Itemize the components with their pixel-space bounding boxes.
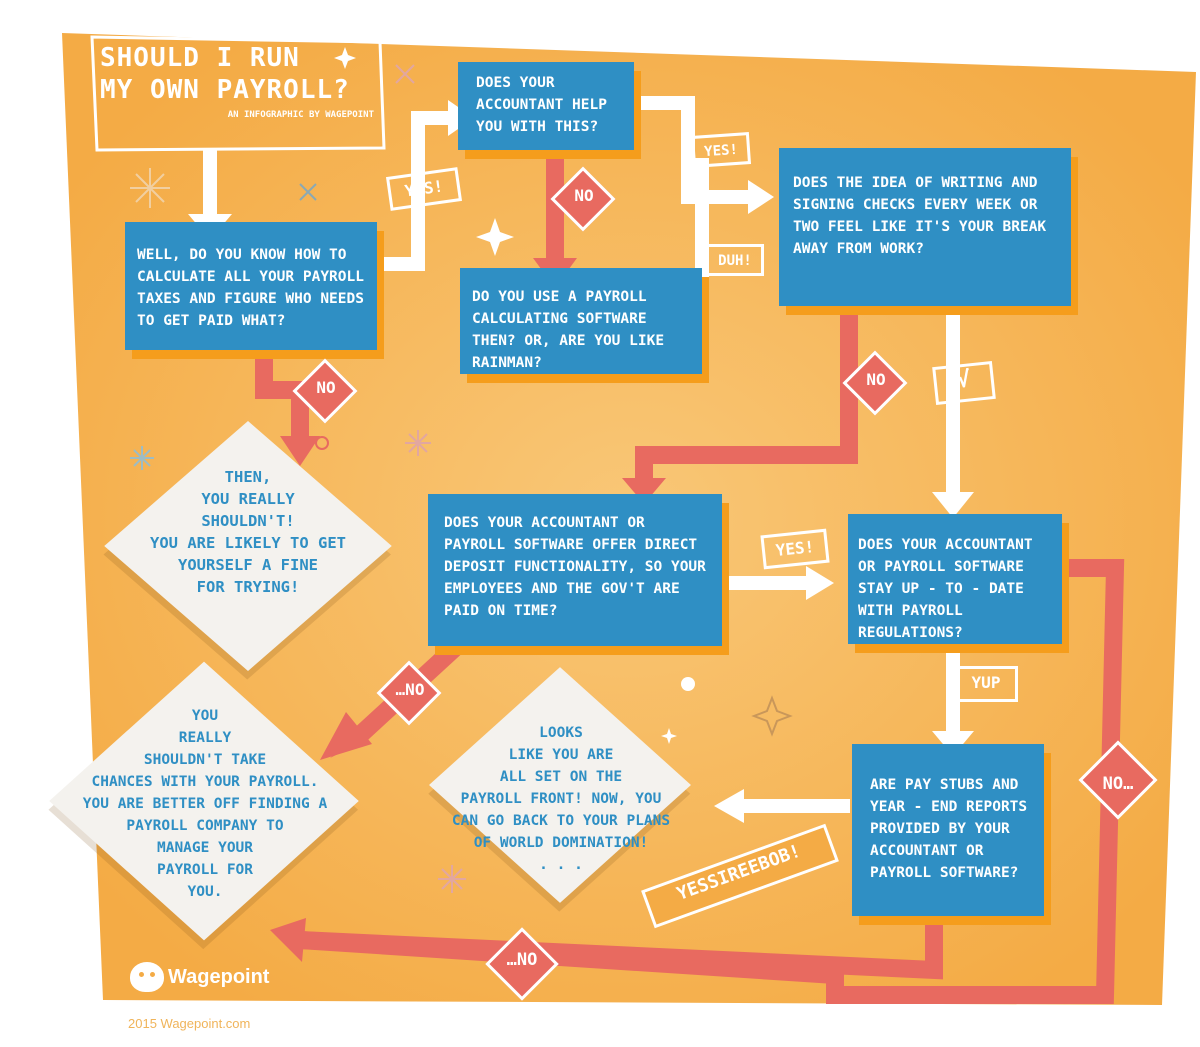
footer-copyright: 2015 Wagepoint.com [128,1016,251,1031]
label-yes-direct-deposit: YES! [760,528,830,570]
decorative-star-outline [751,695,793,737]
no-badge-accountant-label: NO [574,186,594,205]
question-box-payroll-software: DO YOU USE A PAYROLL CALCULATING SOFTWAR… [460,268,702,374]
label-yes-checks: YES! [690,132,752,168]
question-text: DOES YOUR ACCOUNTANT HELP YOU WITH THIS? [476,75,607,135]
question-text: WELL, DO YOU KNOW HOW TO CALCULATE ALL Y… [137,247,364,329]
title-block: SHOULD I RUN MY OWN PAYROLL? AN INFOGRAP… [100,42,390,120]
question-box-pay-stubs: ARE PAY STUBS AND YEAR - END REPORTS PRO… [852,744,1044,916]
label-yup: YUP [954,666,1018,702]
page-title-line2: MY OWN PAYROLL? [100,75,350,105]
decorative-sparkles [130,64,466,893]
question-box-direct-deposit: DOES YOUR ACCOUNTANT OR PAYROLL SOFTWARE… [428,494,722,646]
label-check: √ [932,360,996,406]
outcome-text-all-set: LOOKS LIKE YOU ARE ALL SET ON THE PAYROL… [451,725,671,873]
page-title-line1: SHOULD I RUN [100,43,300,73]
title-frame [90,35,386,152]
question-text: ARE PAY STUBS AND YEAR - END REPORTS PRO… [870,777,1028,881]
wagepoint-logo-icon [130,962,164,992]
outcome-text-fine: THEN, YOU REALLY SHOULDN'T! YOU ARE LIKE… [150,468,346,596]
no-badge-pay-stubs-label: …NO [506,950,538,970]
no-badge-regulations-label: NO… [1102,774,1134,794]
question-box-accountant-help: DOES YOUR ACCOUNTANT HELP YOU WITH THIS? [458,62,634,150]
question-text: DOES YOUR ACCOUNTANT OR PAYROLL SOFTWARE… [444,515,706,619]
question-text: DO YOU USE A PAYROLL CALCULATING SOFTWAR… [472,289,665,371]
question-box-calculate-taxes: WELL, DO YOU KNOW HOW TO CALCULATE ALL Y… [125,222,377,350]
label-duh: DUH! [706,244,764,276]
decorative-ring [315,436,329,450]
yes-connectors [203,96,960,813]
question-text: DOES YOUR ACCOUNTANT OR PAYROLL SOFTWARE… [858,537,1033,641]
no-badge-direct-deposit-label: …NO [395,680,425,699]
question-box-writing-checks: DOES THE IDEA OF WRITING AND SIGNING CHE… [779,148,1071,306]
decorative-dot [681,677,695,691]
page-subtitle: AN INFOGRAPHIC BY WAGEPOINT [227,110,374,120]
wagepoint-logo: Wagepoint [130,962,269,992]
no-badge-checks-label: NO [866,370,886,389]
decorative-stars [334,47,677,744]
question-text: DOES THE IDEA OF WRITING AND SIGNING CHE… [793,175,1047,257]
wagepoint-logo-text: Wagepoint [168,965,270,988]
outcome-text-payroll-company: YOU REALLY SHOULDN'T TAKE CHANCES WITH Y… [82,708,328,900]
question-box-regulations: DOES YOUR ACCOUNTANT OR PAYROLL SOFTWARE… [848,514,1062,644]
no-badge-calculate-label: NO [316,378,336,397]
